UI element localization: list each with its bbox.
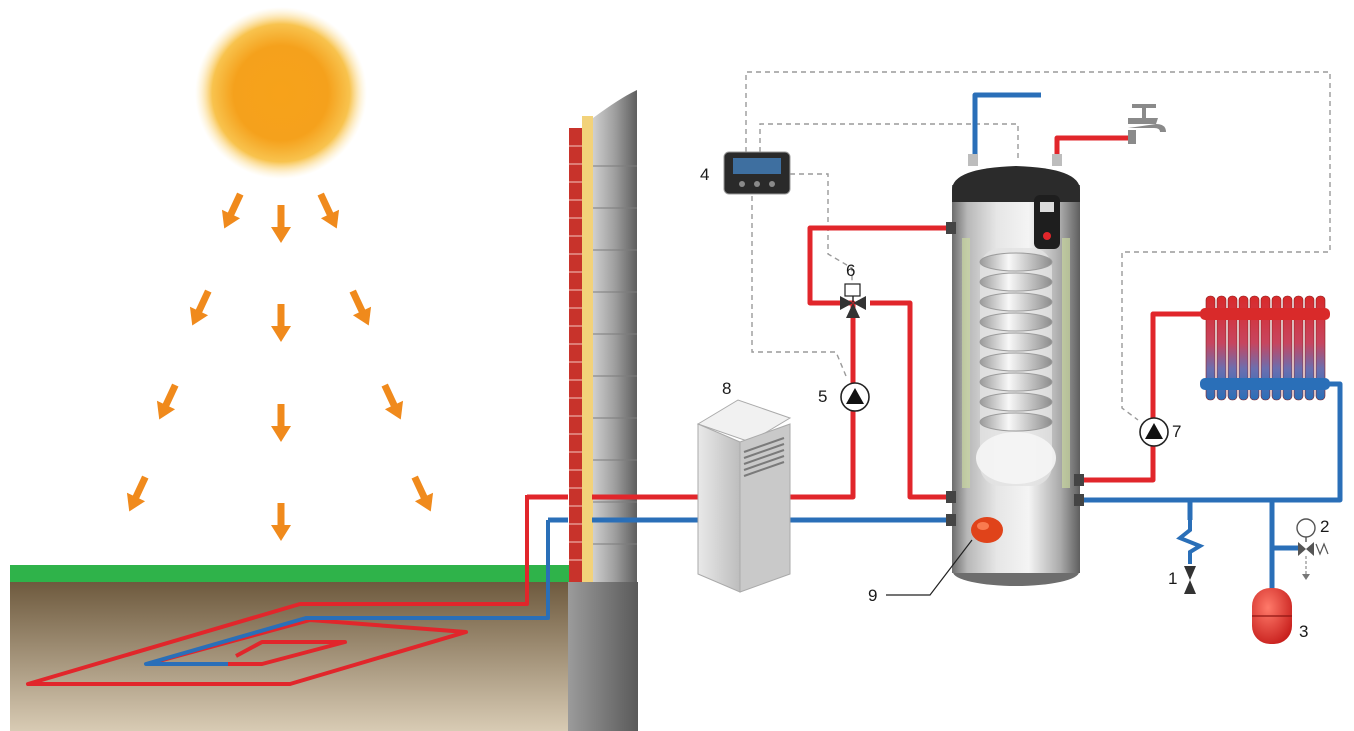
callout-1: 1 xyxy=(1168,569,1177,588)
sun-ray-arrow xyxy=(317,192,340,229)
sun-ray-arrow xyxy=(271,503,291,541)
storage-tank xyxy=(946,154,1084,586)
heating-flow-pipe xyxy=(1074,311,1206,483)
wire-controller-to-pump7 xyxy=(745,71,1331,421)
heat-pump-unit-icon xyxy=(730,400,731,401)
wall-brick xyxy=(569,128,582,582)
callout-7: 7 xyxy=(1172,422,1181,441)
hot-water-outlet xyxy=(1054,135,1133,160)
relief-valve-icon xyxy=(1298,542,1314,556)
wire-controller-to-pump5 xyxy=(751,196,847,377)
tank-insulation-right xyxy=(1062,238,1070,488)
sun-ray-arrow xyxy=(189,289,212,326)
tank-hot-outlet-fitting xyxy=(1052,154,1062,166)
radiator-icon xyxy=(1205,295,1326,401)
hot-flow-to-tank-top xyxy=(790,225,952,500)
sun-ray-arrow xyxy=(349,289,372,326)
faucet xyxy=(1128,104,1166,144)
radiator xyxy=(1200,295,1330,401)
expansion-vessel xyxy=(1252,588,1292,644)
heat-pump-side xyxy=(697,423,741,593)
tank-port-right-lower xyxy=(1074,494,1084,506)
tank-cold-inlet-fitting xyxy=(968,154,978,166)
heat-pump-vent-grille xyxy=(743,437,785,477)
callout-4: 4 xyxy=(700,165,709,184)
tank-port-lower xyxy=(946,514,956,526)
sun-ray-arrow xyxy=(156,383,179,420)
sun-ray-arrow xyxy=(271,404,291,442)
wire-controller-to-tank xyxy=(759,123,1019,162)
wire-controller-to-valve6 xyxy=(790,173,853,284)
safety-valve-icon xyxy=(1184,566,1196,594)
heat-pump-unit xyxy=(696,399,792,593)
pipes xyxy=(527,92,1343,590)
immersion-heater-icon xyxy=(971,517,1003,543)
heat-pump-front xyxy=(739,423,791,593)
tank-insulation-left xyxy=(962,238,970,488)
tank-indicator-light xyxy=(1043,232,1051,240)
check-valve-icon xyxy=(1176,520,1205,564)
wall-insulation xyxy=(582,116,593,582)
callout-9: 9 xyxy=(868,586,877,605)
house-wall xyxy=(568,90,638,731)
tank-top-cap xyxy=(952,166,1080,202)
hot-branch-to-tank-lower xyxy=(870,300,952,500)
heat-pump-top xyxy=(696,399,792,443)
three-way-valve-icon xyxy=(840,296,866,318)
callout-8: 8 xyxy=(722,379,731,398)
cold-water-inlet xyxy=(972,92,1041,160)
valve-actuator xyxy=(844,283,861,297)
heating-return-pipe xyxy=(1074,381,1343,503)
brick-joints xyxy=(569,145,582,561)
collector-cold-loop xyxy=(144,520,550,666)
radiator-top-header xyxy=(1200,308,1330,320)
sun-icon xyxy=(195,7,367,179)
controller xyxy=(723,151,791,195)
sun-rays xyxy=(126,192,434,541)
radiator-bottom-header xyxy=(1200,378,1330,390)
sun-ray-arrow xyxy=(221,192,244,229)
callout-6: 6 xyxy=(846,261,855,280)
callout-5: 5 xyxy=(818,387,827,406)
tank-heat-exchanger-coil xyxy=(976,248,1056,486)
ground xyxy=(10,565,570,731)
callout-2: 2 xyxy=(1320,517,1329,536)
sun-ray-arrow xyxy=(271,304,291,342)
sun-ray-arrow xyxy=(411,475,434,512)
check-and-safety-valve-1 xyxy=(1176,520,1205,594)
callout-labels: 1 2 3 4 5 6 7 8 9 xyxy=(700,165,1329,641)
control-wiring xyxy=(745,71,1331,421)
leader-9 xyxy=(886,539,973,596)
ground-collector-loop xyxy=(26,495,550,686)
pump-5 xyxy=(840,382,870,412)
grass xyxy=(10,565,570,582)
tank-display xyxy=(1040,202,1054,212)
three-way-valve xyxy=(840,283,866,318)
sun-ray-arrow xyxy=(271,205,291,243)
pressure-gauge-icon xyxy=(1296,518,1316,538)
sun-ray-arrow xyxy=(381,383,404,420)
callout-3: 3 xyxy=(1299,622,1308,641)
controller-screen xyxy=(733,158,781,174)
tank-port-mid xyxy=(946,491,956,503)
pump-7 xyxy=(1139,417,1169,447)
wall-blocks xyxy=(593,90,637,582)
wall-block-joints xyxy=(593,165,637,545)
tank-base xyxy=(952,505,1080,573)
tank-port-right-upper xyxy=(1074,474,1084,486)
collector-hot-loop xyxy=(26,495,529,686)
relief-valve-2 xyxy=(1296,518,1329,580)
faucet-icon xyxy=(1128,104,1166,132)
tank-port-upper xyxy=(946,222,956,234)
sun xyxy=(195,7,367,179)
sun-ray-arrow xyxy=(126,475,149,512)
immersion-heater xyxy=(886,517,1003,596)
wall-foundation xyxy=(568,582,638,731)
